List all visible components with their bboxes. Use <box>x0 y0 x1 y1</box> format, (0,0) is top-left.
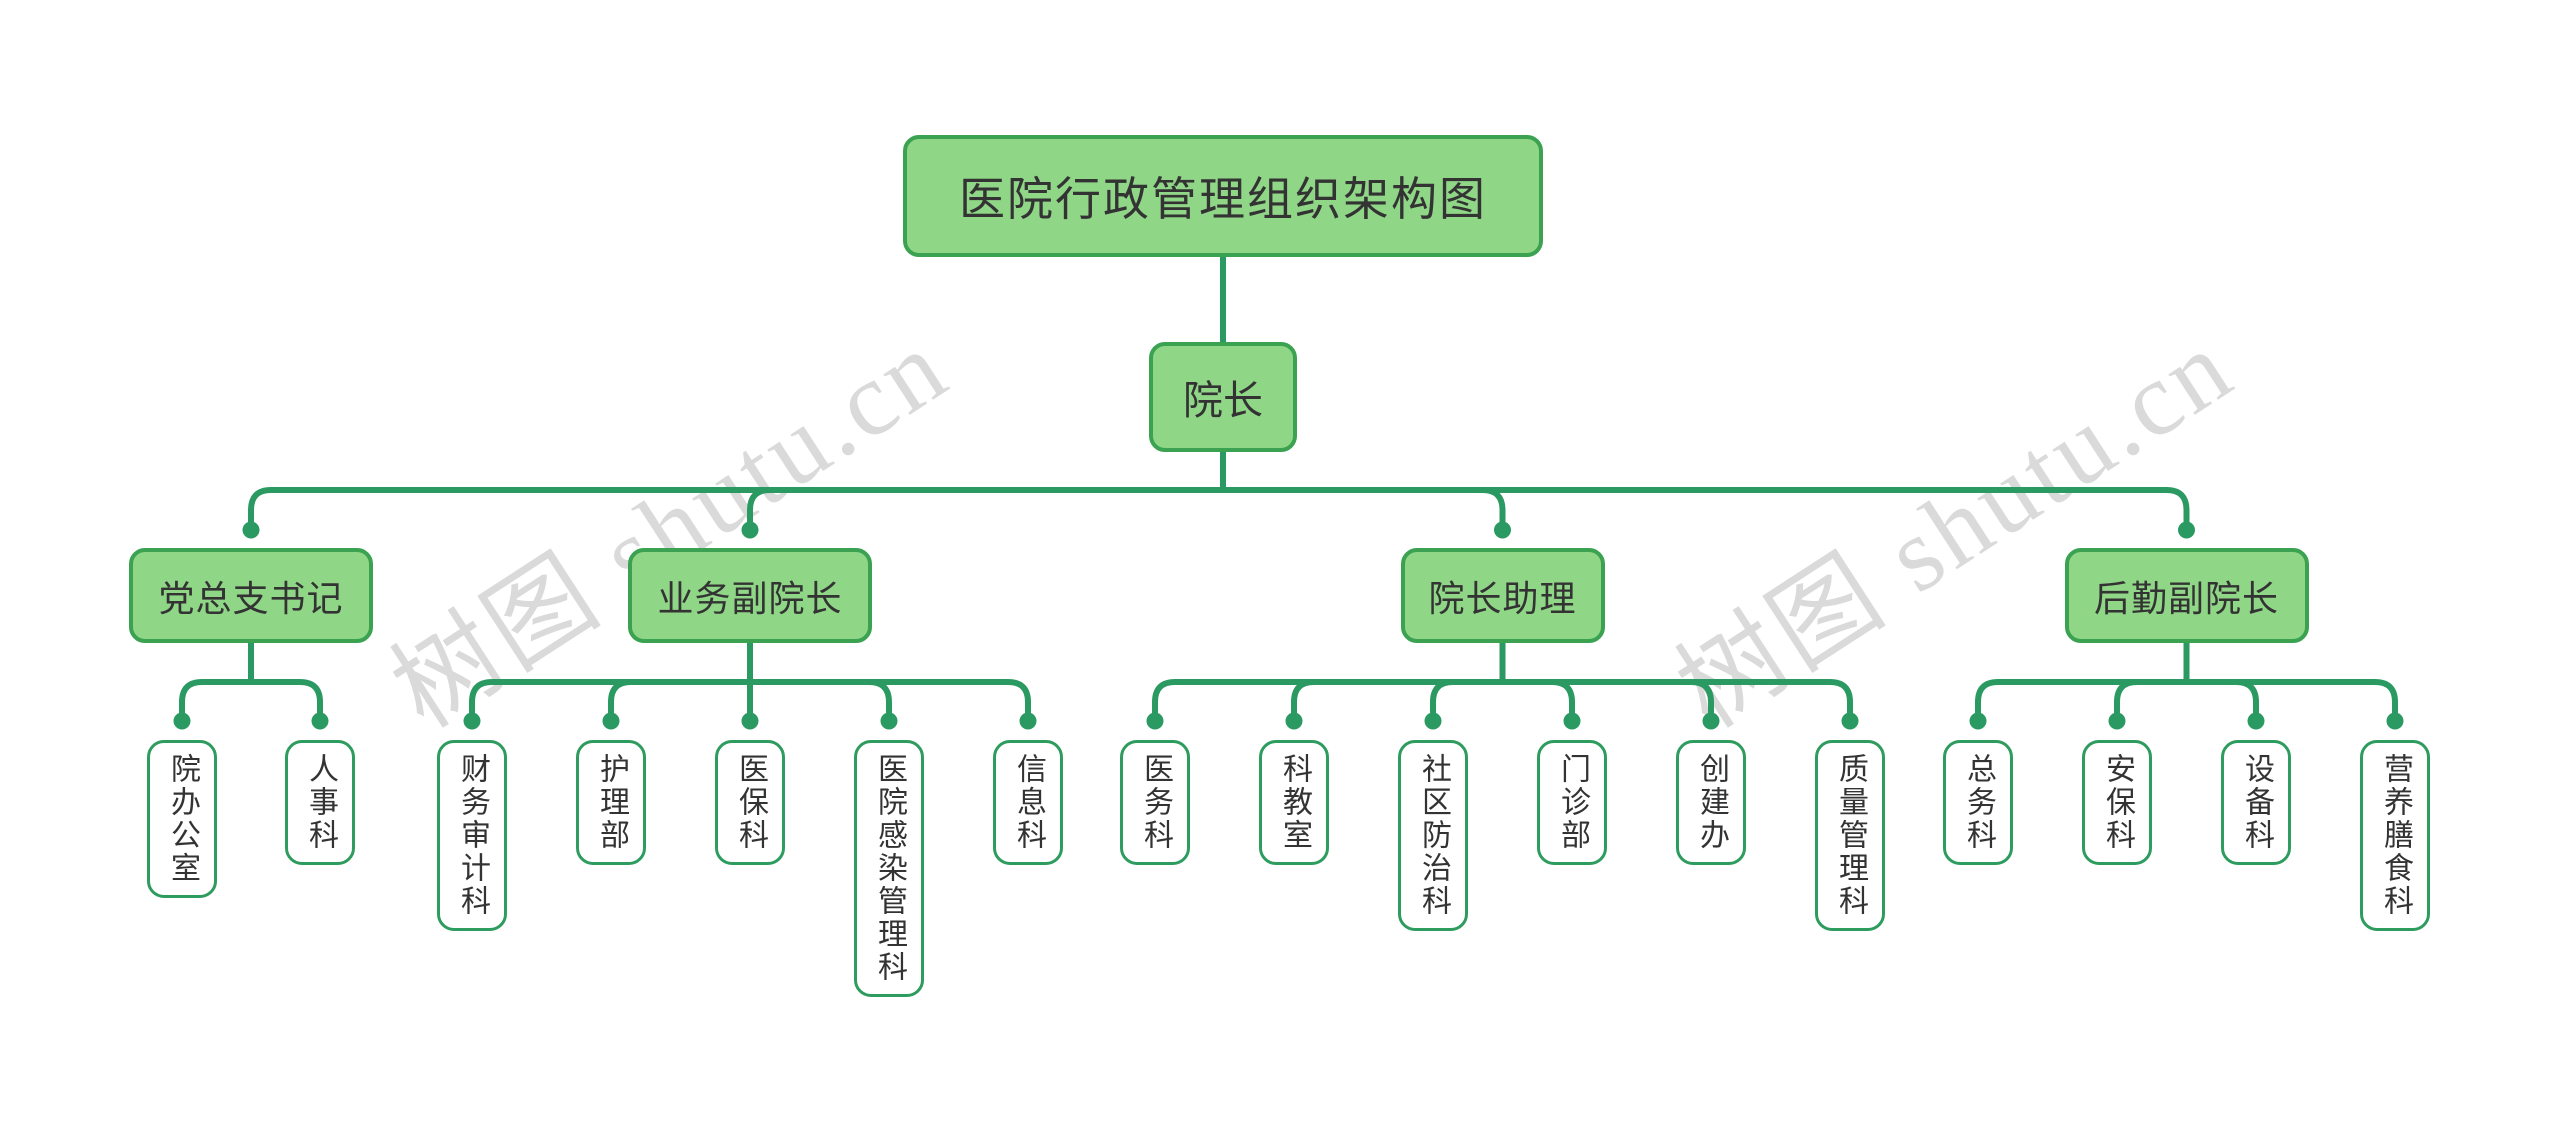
connector-path <box>1975 640 2190 716</box>
node-leaf-3-1-label: 安保科 <box>2101 753 2134 852</box>
node-branch-1-label: 业务副院长 <box>657 577 843 619</box>
node-leaf-1-4-label: 信息科 <box>1012 753 1045 852</box>
node-leaf-3-3-label: 营养膳食科 <box>2379 753 2412 918</box>
connector-dot <box>1019 712 1037 730</box>
connector-path <box>179 640 254 716</box>
node-branch-3-label: 后勤副院长 <box>2093 577 2279 619</box>
node-root[interactable]: 院长 <box>1149 342 1297 452</box>
connector-path <box>1499 640 1575 716</box>
node-leaf-1-4[interactable]: 信息科 <box>993 740 1063 865</box>
connector-path <box>747 640 892 716</box>
connector-dot <box>2247 712 2265 730</box>
node-leaf-0-0[interactable]: 院办公室 <box>147 740 217 898</box>
node-leaf-2-4-label: 创建办 <box>1695 753 1728 852</box>
node-title[interactable]: 医院行政管理组织架构图 <box>903 135 1543 257</box>
connector-dot <box>741 712 759 730</box>
node-leaf-3-0-label: 总务科 <box>1962 753 1995 852</box>
connector-path <box>1499 640 1714 716</box>
connector-path <box>1291 640 1506 716</box>
node-leaf-1-1[interactable]: 护理部 <box>576 740 646 865</box>
connector-dot <box>1146 712 1164 730</box>
node-leaf-3-2[interactable]: 设备科 <box>2221 740 2291 865</box>
node-leaf-1-3[interactable]: 医院感染管理科 <box>854 740 924 997</box>
connector-path <box>747 640 1031 716</box>
node-branch-2[interactable]: 院长助理 <box>1400 548 1605 643</box>
node-title-label: 医院行政管理组织架构图 <box>959 173 1487 225</box>
node-leaf-3-0[interactable]: 总务科 <box>1943 740 2013 865</box>
connector-dot <box>2178 521 2195 539</box>
connector-dot <box>1285 712 1303 730</box>
node-leaf-2-0[interactable]: 医务科 <box>1120 740 1190 865</box>
connector-dot <box>1969 712 1987 730</box>
node-leaf-2-2[interactable]: 社区防治科 <box>1398 740 1468 931</box>
connector-path <box>747 487 1226 525</box>
node-leaf-0-1-label: 人事科 <box>304 753 337 852</box>
connector-dot <box>1563 712 1581 730</box>
node-leaf-2-1-label: 科教室 <box>1278 753 1311 852</box>
node-leaf-2-5[interactable]: 质量管理科 <box>1815 740 1885 931</box>
connector-path <box>1499 640 1853 716</box>
node-leaf-2-4[interactable]: 创建办 <box>1676 740 1746 865</box>
connector-path <box>2183 640 2398 716</box>
node-leaf-0-0-label: 院办公室 <box>166 753 199 885</box>
node-branch-2-label: 院长助理 <box>1428 577 1577 619</box>
connector-path <box>608 640 753 716</box>
connector-path <box>248 640 323 716</box>
connector-dot <box>311 712 329 730</box>
connector-path <box>2183 640 2259 716</box>
node-root-label: 院长 <box>1183 379 1263 423</box>
node-leaf-3-2-label: 设备科 <box>2240 753 2273 852</box>
node-leaf-1-2-label: 医保科 <box>734 753 767 852</box>
connector-path <box>1152 640 1506 716</box>
node-branch-3[interactable]: 后勤副院长 <box>2064 548 2309 643</box>
connector-path <box>1220 487 1506 525</box>
connector-dot <box>242 521 260 539</box>
node-leaf-3-3[interactable]: 营养膳食科 <box>2360 740 2430 931</box>
connector-path <box>1430 640 1506 716</box>
connector-dot <box>2386 712 2404 730</box>
connector-dot <box>463 712 481 730</box>
node-leaf-0-1[interactable]: 人事科 <box>285 740 355 865</box>
node-leaf-1-0[interactable]: 财务审计科 <box>437 740 507 931</box>
connector-dot <box>1841 712 1859 730</box>
node-branch-0-label: 党总支书记 <box>158 577 344 619</box>
node-leaf-2-3-label: 门诊部 <box>1556 753 1589 852</box>
connector-path <box>248 487 1226 525</box>
node-leaf-1-1-label: 护理部 <box>595 753 628 852</box>
node-leaf-2-3[interactable]: 门诊部 <box>1537 740 1607 865</box>
connector-dot <box>1702 712 1720 730</box>
connector-dot <box>173 712 191 730</box>
connector-dot <box>2108 712 2126 730</box>
connector-dot <box>1424 712 1442 730</box>
node-leaf-2-1[interactable]: 科教室 <box>1259 740 1329 865</box>
connector-path <box>1220 487 2190 525</box>
connector-dot <box>602 712 620 730</box>
node-branch-1[interactable]: 业务副院长 <box>628 548 872 643</box>
connector-path <box>2114 640 2190 716</box>
connector-dot <box>741 521 759 539</box>
node-leaf-1-0-label: 财务审计科 <box>456 753 489 918</box>
node-leaf-2-5-label: 质量管理科 <box>1834 753 1867 918</box>
node-leaf-1-2[interactable]: 医保科 <box>715 740 785 865</box>
node-leaf-1-3-label: 医院感染管理科 <box>873 753 906 984</box>
node-leaf-2-0-label: 医务科 <box>1139 753 1172 852</box>
connector-dot <box>1494 521 1511 539</box>
node-leaf-3-1[interactable]: 安保科 <box>2082 740 2152 865</box>
node-branch-0[interactable]: 党总支书记 <box>129 548 373 643</box>
node-leaf-2-2-label: 社区防治科 <box>1417 753 1450 918</box>
connector-path <box>469 640 753 716</box>
connector-dot <box>880 712 898 730</box>
